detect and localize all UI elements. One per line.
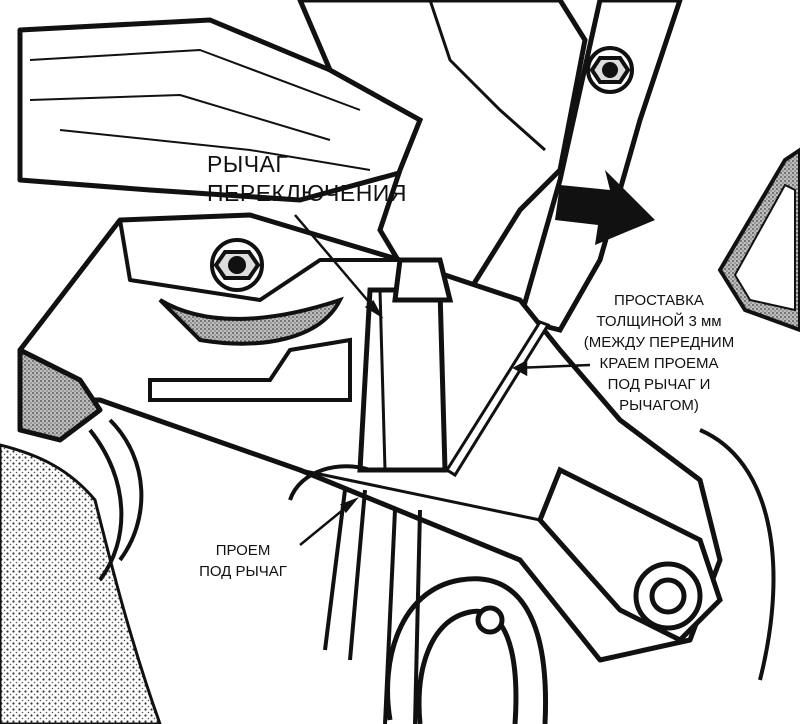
right-panel <box>717 147 800 333</box>
lever-opening-label: ПРОЕМ ПОД РЫЧАГ <box>183 540 303 582</box>
spring-clip <box>385 576 549 724</box>
shift-lever <box>357 257 454 473</box>
floor-texture <box>0 443 162 724</box>
spacer-label-line: КРАЕМ ПРОЕМА <box>599 355 719 372</box>
right-plate <box>516 0 683 333</box>
spacer-shim <box>444 320 551 478</box>
direction-arrow-icon <box>555 170 655 245</box>
shift-lever-label-line: РЫЧАГ <box>207 151 289 177</box>
spacer-label-line: ПОД РЫЧАГ И <box>607 376 711 393</box>
guide-slot <box>158 296 344 346</box>
shift-lever-label-line: ПЕРЕКЛЮЧЕНИЯ <box>207 180 407 206</box>
pivot-link <box>537 466 723 644</box>
bolt-icon <box>586 46 634 94</box>
spacer-label-line: ТОЛЩИНОЙ 3 мм <box>596 313 722 330</box>
spacer-label: ПРОСТАВКА ТОЛЩИНОЙ 3 мм (МЕЖДУ ПЕРЕДНИМ … <box>548 290 770 416</box>
lower-linkage <box>88 418 422 724</box>
shift-lever-label: РЫЧАГ ПЕРЕКЛЮЧЕНИЯ <box>207 150 407 208</box>
spacer-label-line: РЫЧАГОМ) <box>619 397 699 414</box>
spacer-label-line: (МЕЖДУ ПЕРЕДНИМ <box>583 334 735 351</box>
shift-gate <box>148 337 352 402</box>
lever-opening-label-line: ПОД РЫЧАГ <box>199 563 287 580</box>
spacer-label-line: ПРОСТАВКА <box>614 292 704 309</box>
leader-lines <box>294 214 591 546</box>
bolt-icon <box>210 238 264 292</box>
housing-arc <box>699 428 776 681</box>
lever-opening-label-line: ПРОЕМ <box>215 542 271 559</box>
